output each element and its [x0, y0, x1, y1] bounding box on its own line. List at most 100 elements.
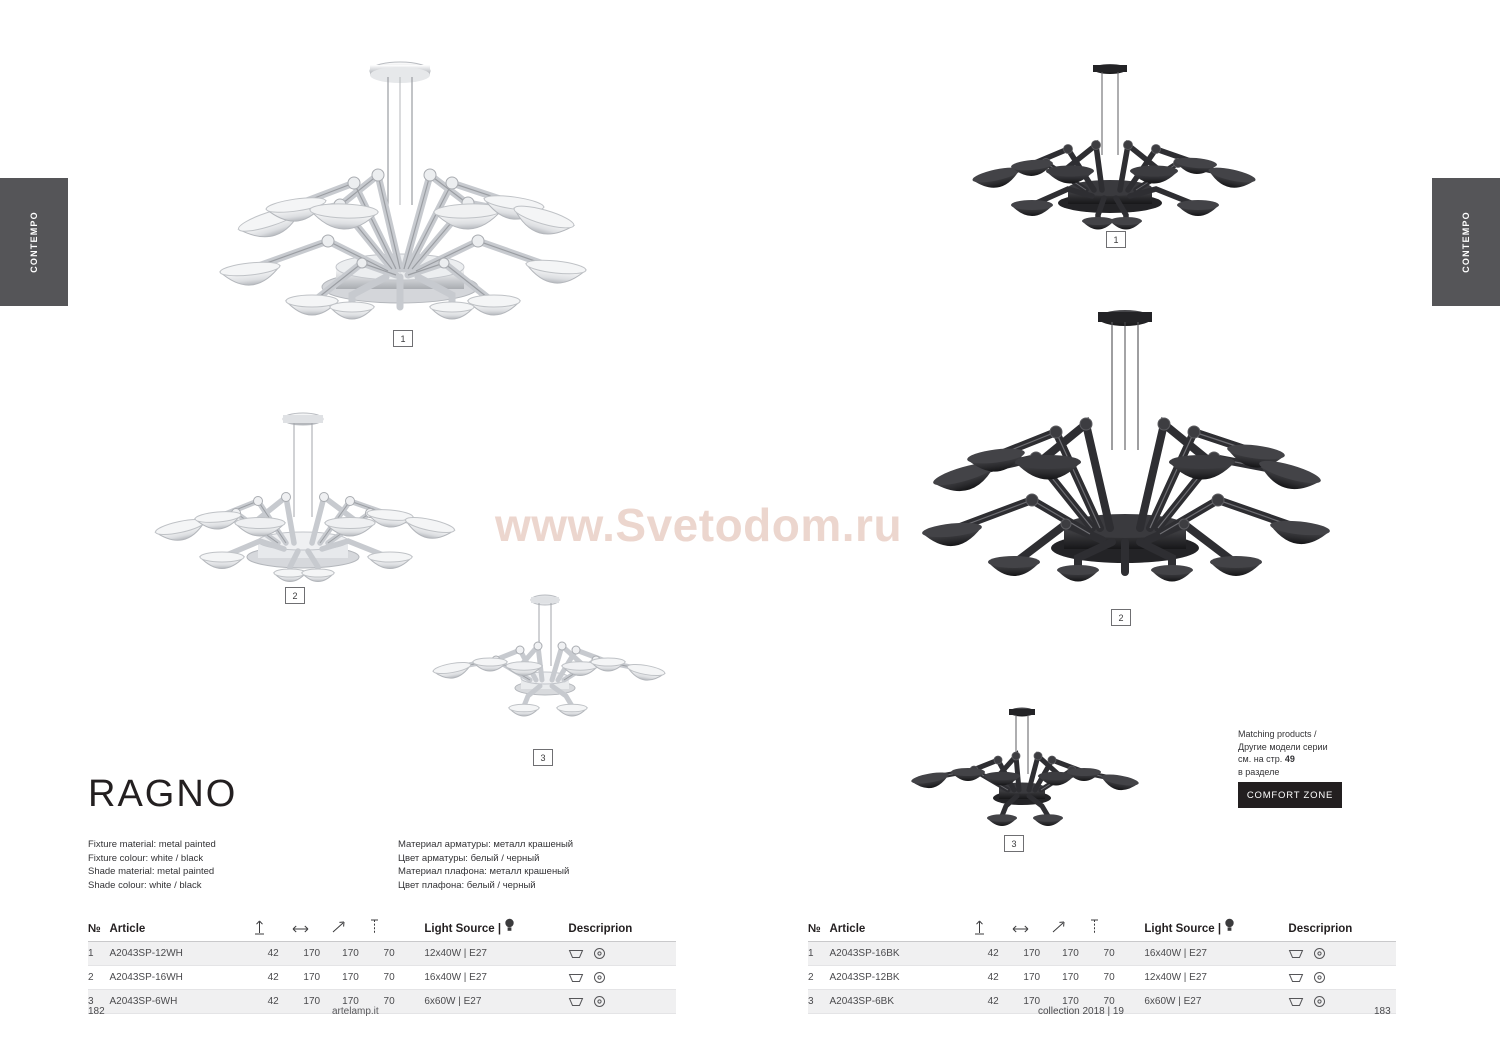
cell-height: 42 [973, 989, 1013, 1014]
th-height-icon [973, 918, 1013, 942]
th-light-source: Light Source | [1128, 918, 1289, 942]
cell-number: 1 [88, 941, 110, 966]
cell-description [1288, 941, 1396, 966]
side-tab-right-label: CONTEMPO [1460, 211, 1471, 273]
spec-ru-1: Цвет арматуры: белый / черный [398, 852, 540, 864]
cell-light-source: 6х60W | E27 [408, 989, 569, 1014]
spec-en-0: Fixture material: metal painted [88, 839, 216, 850]
round-bulb-icon [1313, 971, 1326, 984]
cell-width: 170 [1012, 989, 1052, 1014]
th-description: Descriprion [568, 918, 676, 942]
description-icons [1288, 947, 1396, 960]
cell-light-source: 12х40W | E27 [1128, 965, 1289, 990]
cell-cord: 70 [1089, 941, 1129, 966]
cell-cord: 70 [369, 989, 409, 1014]
cell-width: 170 [292, 941, 332, 966]
shade-down-icon [568, 948, 584, 960]
comfort-zone-badge[interactable]: COMFORT ZONE [1238, 782, 1342, 808]
cell-width: 170 [1012, 965, 1052, 990]
cell-article: A2043SP-12WH [109, 941, 254, 966]
cell-width: 170 [292, 989, 332, 1014]
cell-height: 42 [253, 941, 293, 966]
cell-diagonal: 170 [331, 941, 370, 966]
page-title: RAGNO [88, 773, 238, 815]
spec-ru-3: Цвет плафона: белый / черный [398, 879, 536, 891]
round-bulb-icon [593, 947, 606, 960]
lamp-figure-left-2 [118, 405, 538, 590]
cell-article: A2043SP-16BK [829, 941, 974, 966]
side-tab-left-label: CONTEMPO [28, 211, 39, 273]
cell-diagonal: 170 [1051, 989, 1090, 1014]
page-number-right: 183 [1374, 1006, 1391, 1017]
cell-cord: 70 [1089, 965, 1129, 990]
th-number: № [88, 918, 110, 942]
cell-light-source: 16х40W | E27 [408, 965, 569, 990]
cell-cord: 70 [369, 941, 409, 966]
th-width-icon [292, 918, 332, 942]
figure-number-left-3: 3 [533, 749, 553, 766]
bulb-icon [504, 918, 515, 932]
cell-width: 170 [1012, 941, 1052, 966]
matching-page-prefix: см. на стр. [1238, 754, 1283, 764]
matching-line-1: Matching products / [1238, 729, 1317, 739]
side-tab-left: CONTEMPO [0, 178, 68, 306]
cell-height: 42 [253, 989, 293, 1014]
matching-page-number: 49 [1284, 754, 1295, 764]
th-article: Article [109, 918, 254, 942]
th-cord-icon [1089, 918, 1129, 942]
shade-down-icon [568, 972, 584, 984]
bulb-icon [1224, 918, 1235, 932]
website-footer: artelamp.it [332, 1006, 379, 1017]
cell-article: A2043SP-12BK [829, 965, 974, 990]
cell-number: 2 [88, 965, 110, 990]
th-article: Article [829, 918, 974, 942]
lamp-figure-right-2 [840, 300, 1420, 600]
cell-description [568, 941, 676, 966]
spec-en-3: Shade colour: white / black [88, 879, 202, 891]
th-light-source-label: Light Source | [424, 923, 502, 935]
figure-number-left-1: 1 [393, 330, 413, 347]
specs-english: Fixture material: metal painted Fixture … [88, 838, 216, 892]
page-number-left: 182 [88, 1006, 105, 1017]
th-light-source-label: Light Source | [1144, 923, 1222, 935]
side-tab-right: CONTEMPO [1432, 178, 1500, 306]
cell-article: A2043SP-16WH [109, 965, 254, 990]
cell-description [1288, 965, 1396, 990]
cell-number: 1 [808, 941, 830, 966]
figure-number-right-3: 3 [1004, 835, 1024, 852]
figure-number-right-1: 1 [1106, 231, 1126, 248]
description-icons [1288, 995, 1396, 1008]
th-height-icon [253, 918, 293, 942]
description-icons [568, 947, 676, 960]
spec-en-2: Shade material: metal painted [88, 866, 215, 877]
shade-down-icon [1288, 972, 1304, 984]
lamp-figure-right-3 [880, 700, 1180, 850]
th-description: Descriprion [1288, 918, 1396, 942]
matching-line-2: Другие модели серии [1238, 741, 1328, 752]
matching-line-3: см. на стр. 49 [1238, 753, 1368, 766]
cell-description [1288, 989, 1396, 1014]
description-icons [1288, 971, 1396, 984]
cell-description [568, 965, 676, 990]
figure-number-left-2: 2 [285, 587, 305, 604]
spec-en-1: Fixture colour: white / black [88, 852, 204, 864]
th-width-icon [1012, 918, 1052, 942]
cell-description [568, 989, 676, 1014]
round-bulb-icon [1313, 947, 1326, 960]
cell-width: 170 [292, 965, 332, 990]
th-light-source: Light Source | [408, 918, 569, 942]
matching-line-4: в разделе [1238, 766, 1280, 777]
cell-diagonal: 170 [1051, 965, 1090, 990]
lamp-figure-right-1 [900, 55, 1320, 240]
matching-products: Matching products / Другие модели серии … [1238, 728, 1368, 778]
th-cord-icon [369, 918, 409, 942]
